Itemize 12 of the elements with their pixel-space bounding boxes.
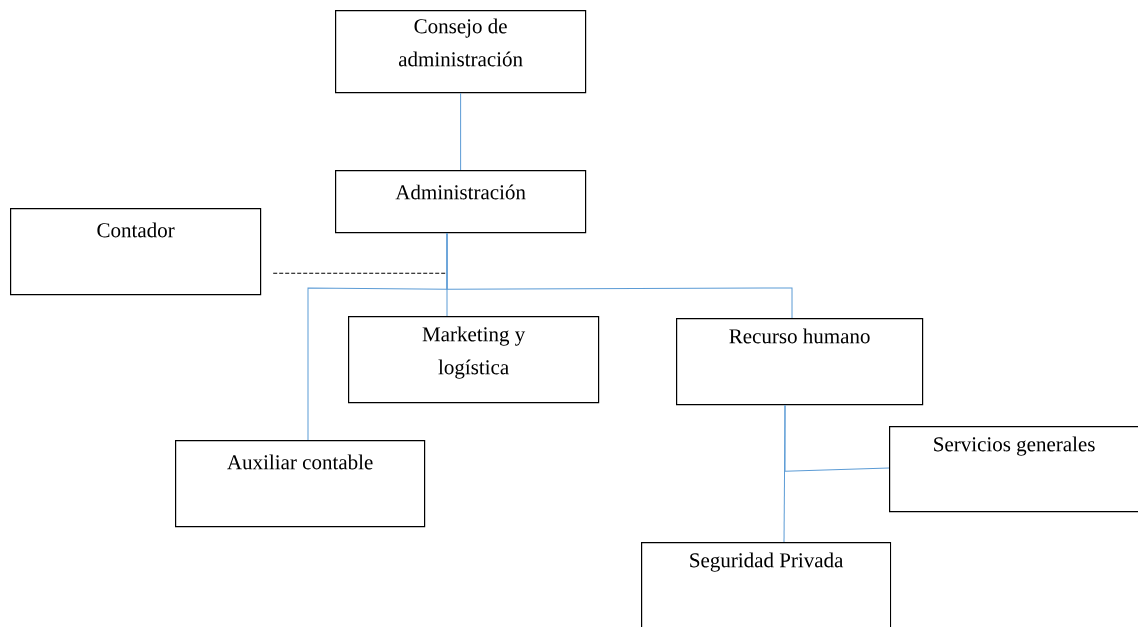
org-box: Marketing y logística	[348, 316, 600, 404]
org-box: Seguridad Privada	[641, 542, 892, 627]
connector-line	[272, 272, 448, 274]
org-box: Servicios generales	[889, 426, 1138, 513]
org-box: Administración	[335, 170, 587, 234]
org-box: Auxiliar contable	[175, 440, 426, 528]
org-box: Contador	[10, 208, 262, 296]
connector-line	[446, 232, 793, 319]
connector-line	[460, 92, 462, 171]
connector-line	[783, 404, 786, 543]
org-box: Consejo de administración	[335, 10, 587, 94]
org-box: Recurso humano	[676, 318, 924, 406]
